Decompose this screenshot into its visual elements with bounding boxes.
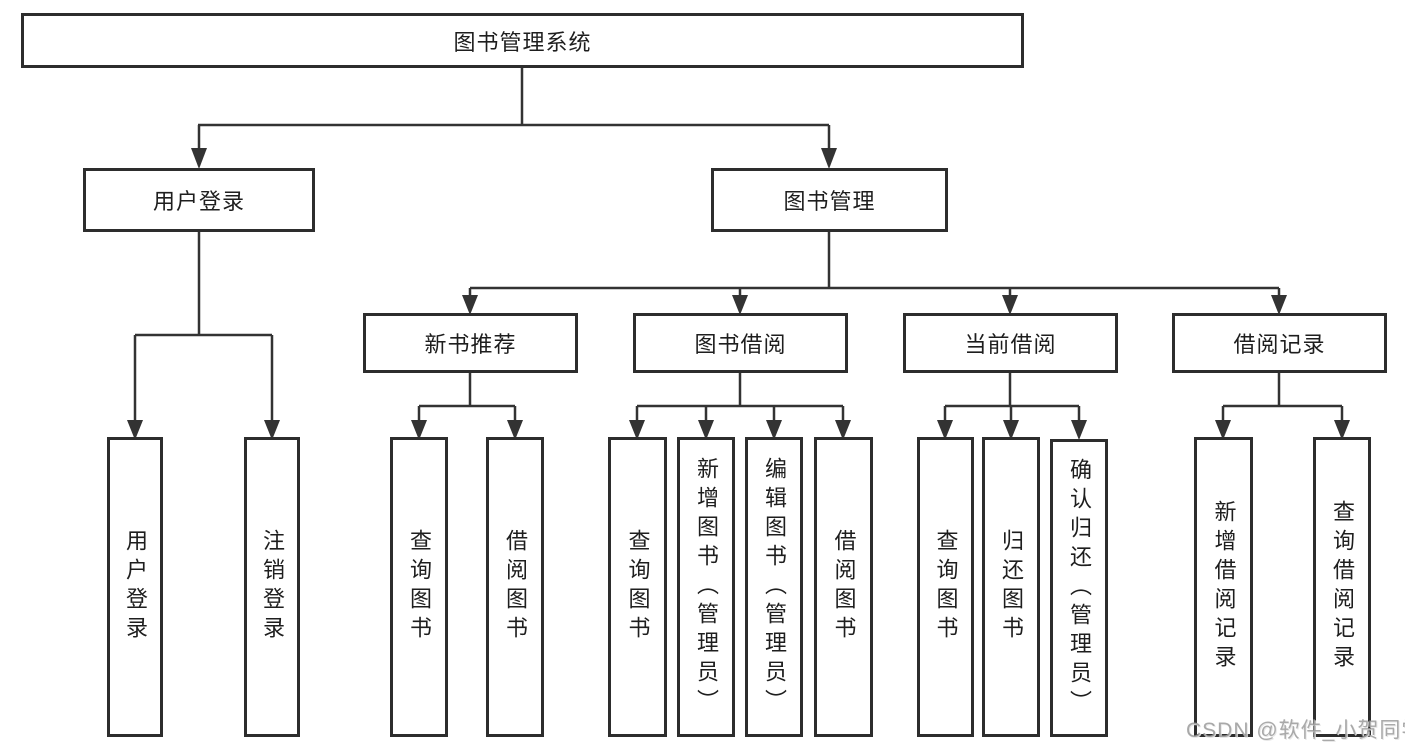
leaf-edit-books-admin: 编辑图书（管理员） [745,437,803,737]
node-label: 图书管理 [783,189,876,214]
node-label: 归还图书 [999,529,1024,645]
leaf-borrow-books: 借阅图书 [814,437,873,737]
node-book-management: 图书管理 [711,168,948,232]
node-new-book-recommend: 新书推荐 [363,313,578,373]
leaf-borrow-books: 借阅图书 [486,437,544,737]
leaf-user-login: 用户登录 [107,437,163,737]
node-label: 新增图书（管理员） [694,456,719,718]
node-user-login: 用户登录 [83,168,315,232]
node-label: 用户登录 [123,529,148,645]
node-label: 借阅记录 [1233,332,1326,357]
leaf-query-books: 查询图书 [608,437,667,737]
leaf-query-books: 查询图书 [390,437,448,737]
node-current-borrow: 当前借阅 [903,313,1118,373]
node-label: 查询图书 [933,529,959,645]
node-borrow-records: 借阅记录 [1172,313,1387,373]
csdn-watermark: CSDN @软件_小贺同学 [1186,719,1405,742]
node-label: 图书管理系统 [453,29,592,55]
node-label: 用户登录 [152,189,245,214]
node-label: 新书推荐 [424,332,517,357]
leaf-query-borrow-record: 查询借阅记录 [1313,437,1371,737]
leaf-query-books: 查询图书 [917,437,974,737]
leaf-add-books-admin: 新增图书（管理员） [677,437,735,737]
leaf-add-borrow-record: 新增借阅记录 [1194,437,1253,737]
node-label: 借阅图书 [503,529,528,645]
node-root-library-system: 图书管理系统 [21,13,1024,68]
node-label: 新增借阅记录 [1211,500,1237,674]
node-label: 借阅图书 [831,529,857,645]
node-label: 图书借阅 [694,332,787,357]
node-label: 确认归还（管理员） [1067,457,1092,719]
node-label: 查询图书 [407,529,432,645]
node-label: 查询图书 [625,529,651,645]
leaf-logout: 注销登录 [244,437,300,737]
node-label: 编辑图书（管理员） [762,456,787,718]
node-book-borrow: 图书借阅 [633,313,848,373]
leaf-return-books: 归还图书 [982,437,1040,737]
leaf-confirm-return-admin: 确认归还（管理员） [1050,439,1108,737]
node-label: 查询借阅记录 [1330,500,1355,674]
node-label: 当前借阅 [964,332,1057,357]
node-label: 注销登录 [260,529,285,645]
